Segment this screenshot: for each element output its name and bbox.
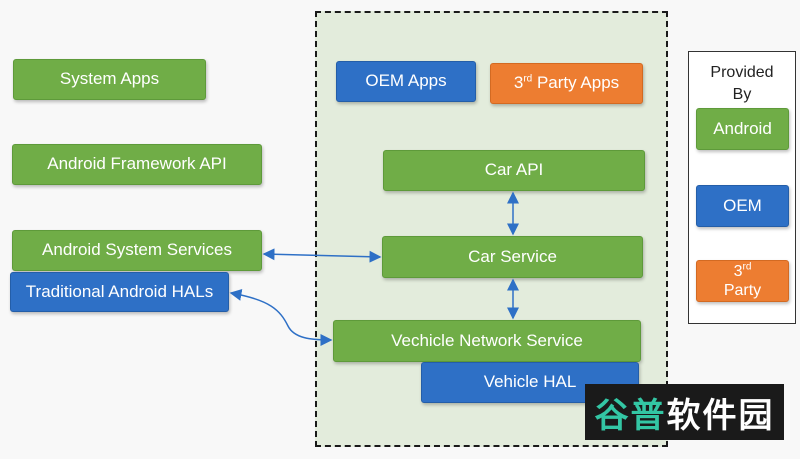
- legend-android-swatch: Android: [696, 108, 789, 150]
- system-apps-label: System Apps: [59, 69, 160, 89]
- watermark-part2: 软件园: [666, 396, 775, 435]
- legend-third-party-swatch: 3rd Party: [696, 260, 789, 302]
- android-framework-api-box: Android Framework API: [12, 144, 262, 185]
- legend-android-label: Android: [713, 118, 772, 138]
- car-api-label: Car API: [484, 160, 544, 180]
- legend-oem-swatch: OEM: [696, 185, 789, 227]
- car-api-box: Car API: [383, 150, 645, 191]
- arrow-systemservices-carservice: [262, 248, 382, 263]
- car-service-box: Car Service: [382, 236, 643, 278]
- third-party-apps-box: 3rd Party Apps: [490, 63, 643, 104]
- legend-third-party-line2: Party: [723, 282, 762, 299]
- watermark-logo: 谷普软件园: [585, 384, 784, 440]
- android-framework-api-label: Android Framework API: [47, 154, 227, 174]
- oem-apps-label: OEM Apps: [365, 71, 447, 91]
- system-apps-box: System Apps: [13, 59, 206, 100]
- legend-oem-label: OEM: [723, 195, 762, 215]
- legend-third-party-line1: 3rd: [733, 261, 752, 280]
- oem-apps-box: OEM Apps: [336, 61, 476, 102]
- vehicle-network-service-box: Vechicle Network Service: [333, 320, 641, 362]
- android-system-services-box: Android System Services: [12, 230, 262, 271]
- arrow-hals-vns: [229, 288, 333, 346]
- traditional-android-hals-box: Traditional Android HALs: [10, 272, 229, 312]
- third-party-apps-label: 3rd Party Apps: [513, 73, 620, 93]
- legend-title: Provided By: [710, 64, 774, 103]
- vehicle-hal-label: Vehicle HAL: [483, 372, 577, 392]
- traditional-android-hals-label: Traditional Android HALs: [25, 281, 214, 301]
- watermark-part1: 谷普: [594, 396, 667, 435]
- android-system-services-label: Android System Services: [42, 240, 232, 260]
- car-service-label: Car Service: [468, 246, 557, 266]
- vehicle-network-service-label: Vechicle Network Service: [391, 330, 583, 350]
